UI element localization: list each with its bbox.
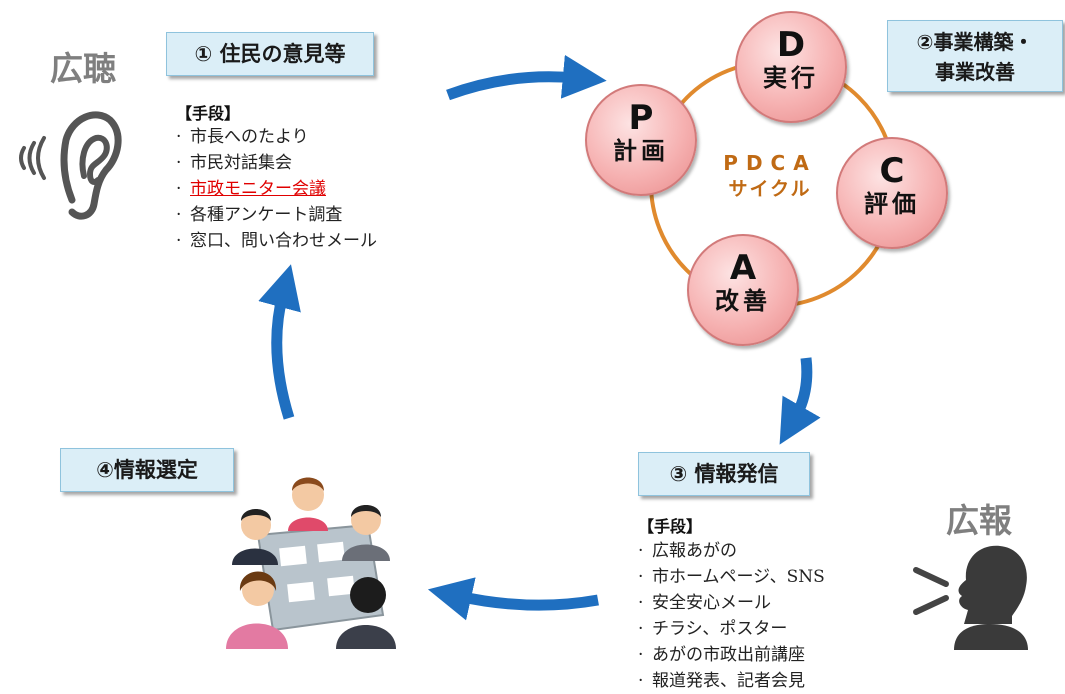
arrow-to-selection [427,577,599,621]
speaking-person-icon [913,545,1028,650]
step4-box: ④情報選定 [60,448,234,492]
list-item: ·あがの市政出前講座 [638,645,805,665]
step1-label: ① 住民の意見等 [194,42,346,66]
step2-box: ②事業構築・ 事業改善 [887,20,1063,92]
list-item: ·市ホームページ、SNS [638,567,825,587]
listening-means-heading: 【手段】 [176,104,241,123]
step3-box: ③ 情報発信 [638,452,810,496]
list-item: ·安全安心メール [638,593,771,613]
ear-icon [19,111,122,220]
list-item-highlighted: ·市政モニター会議 [176,179,326,199]
step1-box: ① 住民の意見等 [166,32,374,76]
step4-label: ④情報選定 [96,458,198,482]
publicity-means-heading: 【手段】 [638,517,703,536]
publicity-title: 広報 [946,501,1012,540]
list-item: ·市民対話集会 [176,153,292,173]
step2-label-line2: 事業改善 [935,60,1015,84]
list-item: ·チラシ、ポスター [638,619,788,639]
listening-means-list: ·市長へのたより ·市民対話集会 ·市政モニター会議 ·各種アンケート調査 ·窓… [176,124,377,254]
publicity-means-list: ·広報あがの ·市ホームページ、SNS ·安全安心メール ·チラシ、ポスター ·… [638,538,825,694]
pdca-cycle-label: PDCA サイクル [706,150,834,202]
list-item: ·各種アンケート調査 [176,205,343,225]
list-item: ·報道発表、記者会見 [638,671,805,691]
arrow-to-pdca [446,54,607,101]
arrow-to-publicity [779,357,821,445]
pdca-label-line1: PDCA [723,151,817,175]
list-item: ·広報あがの [638,541,737,561]
list-item: ·窓口、問い合わせメール [176,231,377,251]
meeting-illustration [226,477,396,649]
pdca-label-line2: サイクル [728,178,812,200]
step3-label: ③ 情報発信 [669,462,779,486]
listening-title: 広聴 [50,49,116,88]
step2-label-line1: ②事業構築・ [916,30,1034,54]
arrow-to-listening [258,264,301,420]
list-item: ·市長へのたより [176,127,309,147]
